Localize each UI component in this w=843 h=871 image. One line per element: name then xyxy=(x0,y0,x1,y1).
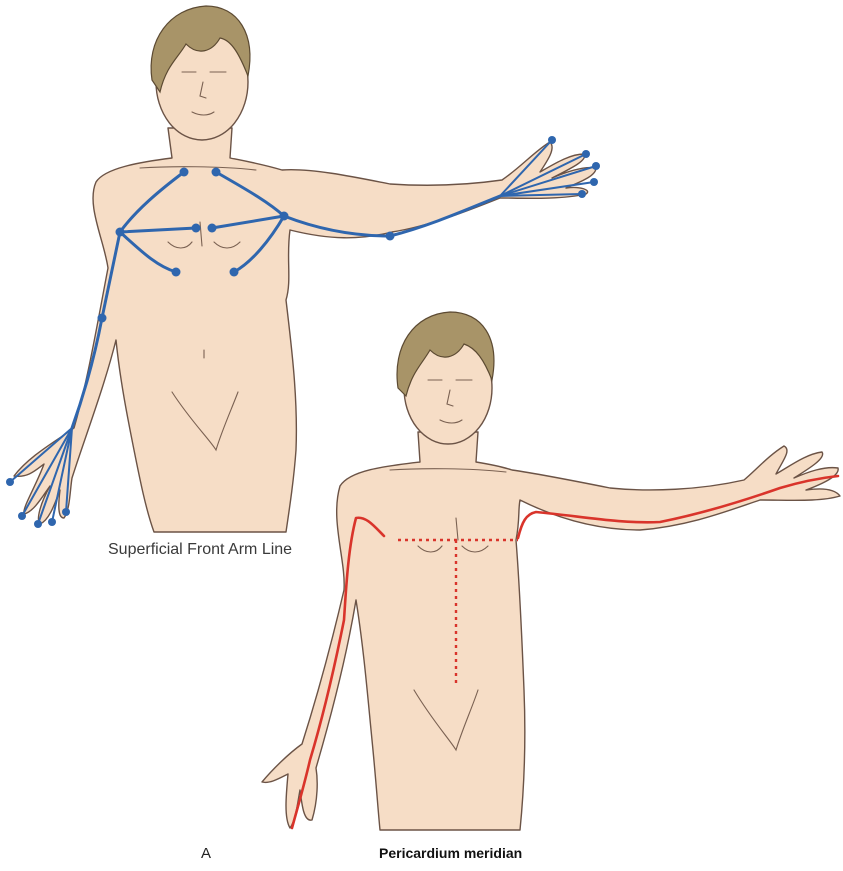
bottom-body xyxy=(262,432,840,830)
figure-caption-pericardium-meridian: Pericardium meridian xyxy=(379,845,522,861)
figure-pericardium-meridian xyxy=(262,312,840,830)
figure-caption-superficial-front-arm-line: Superficial Front Arm Line xyxy=(108,541,292,559)
panel-label: A xyxy=(201,845,211,862)
figure-superficial-front-arm-line xyxy=(6,6,600,532)
